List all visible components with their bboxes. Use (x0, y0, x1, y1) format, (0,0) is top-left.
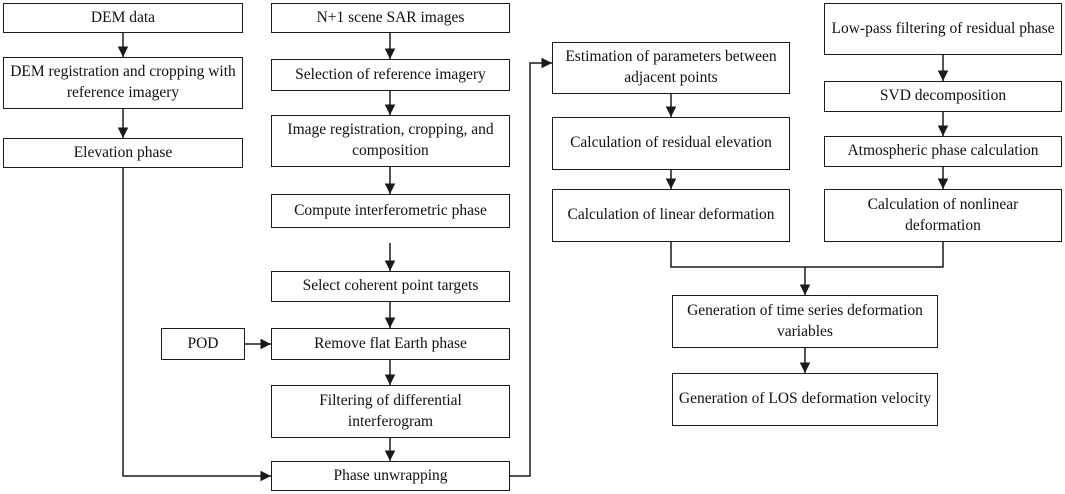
arrow-elevation-to-unwrapping (122, 168, 271, 482)
box-linear-deformation: Calculation of linear deformation (552, 189, 790, 242)
box-pod: POD (161, 328, 245, 360)
box-atmospheric-phase: Atmospheric phase calculation (824, 136, 1062, 167)
box-unwrapping: Phase unwrapping (271, 461, 510, 491)
box-dem-registration: DEM registration and cropping with refer… (3, 57, 243, 109)
box-dem-data: DEM data (3, 3, 243, 33)
box-filtering: Filtering of differential interferogram (271, 385, 510, 438)
line-linear-down (670, 242, 805, 268)
box-svd: SVD decomposition (824, 81, 1062, 112)
box-sar-images: N+1 scene SAR images (271, 3, 510, 33)
line-nonlinear-down (805, 242, 944, 268)
box-coherent-targets: Select coherent point targets (271, 271, 510, 302)
box-nonlinear-deformation: Calculation of nonlinear deformation (824, 189, 1062, 242)
box-time-series: Generation of time series deformation va… (672, 295, 938, 348)
box-flat-earth: Remove flat Earth phase (271, 328, 510, 360)
box-parameter-estimation: Estimation of parameters between adjacen… (552, 42, 790, 94)
box-elevation-phase: Elevation phase (3, 138, 243, 168)
box-image-registration: Image registration, cropping, and compos… (271, 115, 510, 167)
arrow-unwrapping-to-estimation (510, 57, 552, 477)
box-reference-selection: Selection of reference imagery (271, 59, 510, 91)
box-interferometric-phase: Compute interferometric phase (271, 194, 510, 228)
box-lowpass-filtering: Low-pass filtering of residual phase (824, 3, 1062, 55)
box-los-velocity: Generation of LOS deformation velocity (672, 373, 938, 426)
box-residual-elevation: Calculation of residual elevation (552, 117, 790, 170)
